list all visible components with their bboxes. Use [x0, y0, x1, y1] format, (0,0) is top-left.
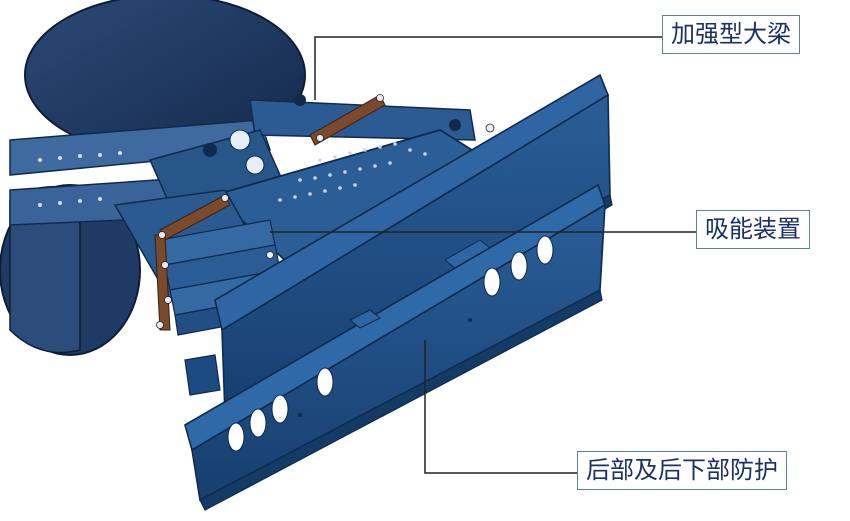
truck-wheel-icon	[0, 0, 306, 356]
rear-guard-beam-icon	[184, 73, 613, 511]
leader-lines	[270, 36, 696, 474]
leader-line-guard	[424, 340, 577, 474]
callout-rear-underrun-guard: 后部及后下部防护	[577, 451, 787, 490]
callout-energy-absorber: 吸能装置	[696, 210, 810, 249]
callout-reinforced-beam: 加强型大梁	[662, 15, 800, 54]
leader-line-beam	[314, 36, 662, 100]
